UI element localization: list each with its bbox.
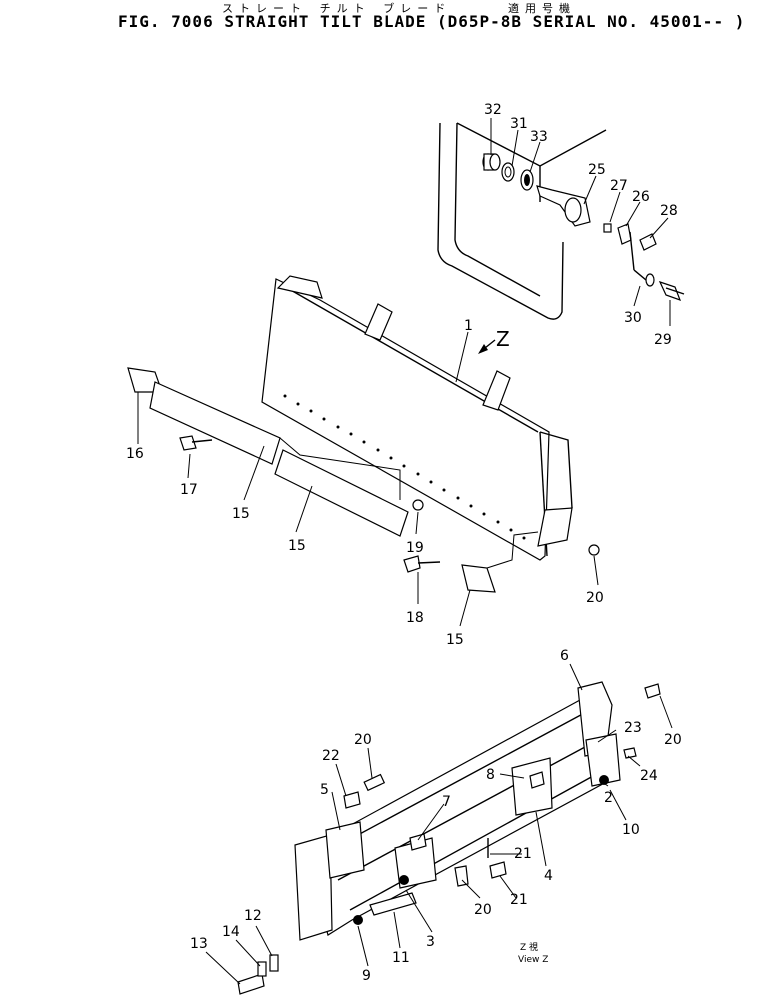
callout-9: 9 [362,968,371,984]
callout-19: 18 [406,610,424,626]
callout-13: 13 [190,936,208,952]
callout-4: 4 [544,868,553,884]
callout-14: 14 [222,924,240,940]
callout-15a: 15 [232,506,250,522]
callout-labels: 32 31 33 25 27 26 28 29 30 1 Z 16 17 15 … [126,102,682,984]
callout-20b: 20 [586,590,604,606]
callout-15b: 15 [288,538,306,554]
callout-3: 3 [426,934,435,950]
callout-17: 16 [126,446,144,462]
blade [261,275,573,561]
callout-22: 20 [354,732,372,748]
callout-33: 30 [624,310,642,326]
callout-6: 6 [560,648,569,664]
callout-36: 33 [530,129,548,145]
callout-21a: 20 [664,732,682,748]
view-z-label: Z 視 View Z [518,941,548,965]
figure-title: FIG. 7006 STRAIGHT TILT BLADE (D65P-8B S… [118,12,746,31]
callout-30: 27 [610,178,628,194]
cutting-edges [127,367,600,593]
callout-32: 29 [654,332,672,348]
callout-12: 12 [244,908,262,924]
callout-8: 8 [486,767,495,783]
blade-frame [237,681,661,995]
japanese-title: ストレート チルト ブレード [222,2,452,15]
callout-11: 11 [392,950,410,966]
callout-28: 25 [588,162,606,178]
callout-26: 23 [624,720,642,736]
view-z-japanese: Z 視 [520,941,538,953]
callout-5: 5 [320,782,329,798]
callout-31: 28 [660,203,678,219]
view-z-english: View Z [518,955,548,965]
callout-25: 22 [322,748,340,764]
callout-29: 26 [632,189,650,205]
callout-21b: 20 [474,902,492,918]
callout-16: 15 [446,632,464,648]
callout-35: 32 [484,102,502,118]
japanese-applicable-label: 適用号機 [508,2,576,15]
leader-lines [137,118,673,985]
callout-27: 24 [640,768,658,784]
trunnion-parts [482,153,685,302]
callout-10: 10 [622,822,640,838]
callout-20a: 19 [406,540,424,556]
callout-18: 17 [180,482,198,498]
callout-2: 2 [604,790,613,806]
callout-23: 21 [510,892,528,908]
callout-24: 21 [514,846,532,862]
direction-z: Z [496,327,510,351]
callout-1: 1 [464,318,473,334]
callout-34: 31 [510,116,528,132]
tractor-frame [437,122,607,320]
callout-7: 7 [442,794,451,810]
